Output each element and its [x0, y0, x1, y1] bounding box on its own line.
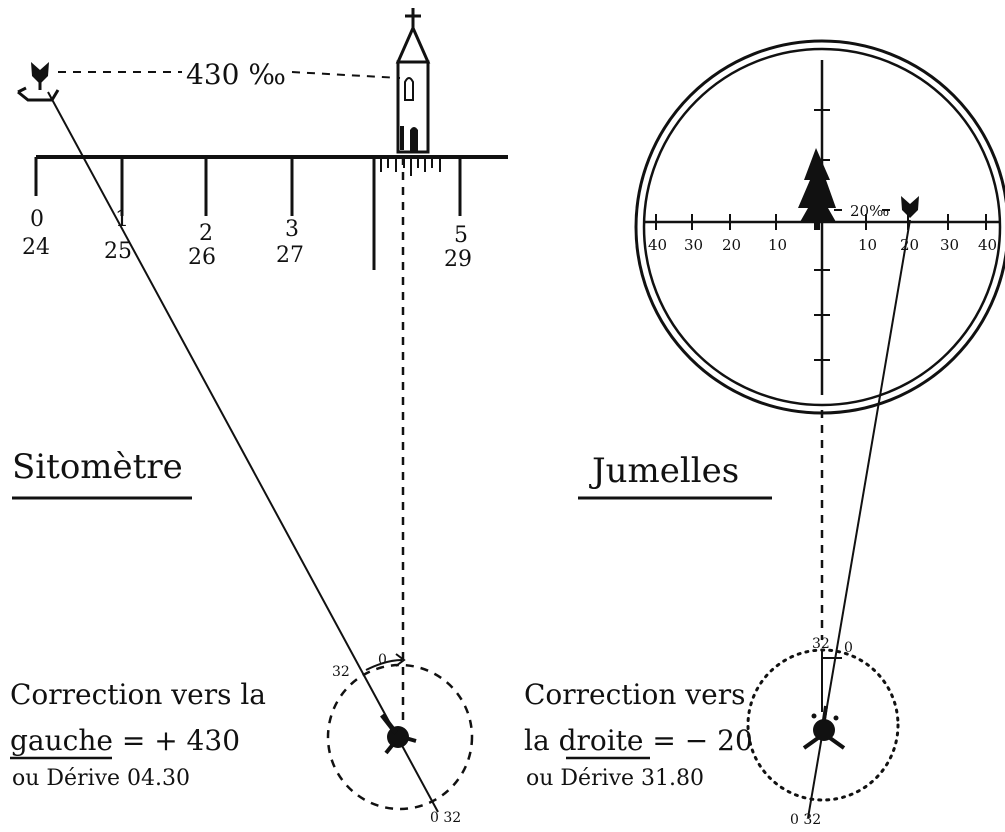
reticle-label: 20 — [900, 236, 919, 254]
left-note: Correction vers la gauche = + 430 ou Dér… — [10, 678, 266, 791]
reticle-label: 10 — [858, 236, 877, 254]
distance-label: 430 ‰ — [186, 58, 286, 91]
circle-label-32: 32 — [812, 636, 830, 652]
note-line-1: Correction vers la — [10, 678, 266, 711]
target-icon — [17, 62, 60, 102]
gun-icon — [380, 713, 417, 755]
scale-label-bottom: 25 — [104, 239, 132, 264]
tree-icon — [798, 148, 836, 230]
circle-label-32: 32 — [332, 664, 350, 680]
target-icon — [901, 196, 919, 218]
reticle-offset-label: 20‰ — [850, 202, 889, 220]
scale-label-top: 0 — [30, 207, 44, 232]
note-value: = + 430 — [113, 724, 240, 757]
jumelles-title: Jumelles — [589, 451, 739, 491]
note-keyword: gauche — [10, 724, 113, 757]
scale-label-top: 1 — [115, 207, 129, 232]
circle-label-bottom: 0 32 — [430, 810, 461, 826]
note-line-3: ou Dérive 04.30 — [12, 766, 190, 791]
gun-icon — [802, 705, 846, 750]
reticle-label: 40 — [648, 236, 667, 254]
reticle-labels: 40 30 20 10 10 20 30 40 — [648, 236, 997, 254]
note-value: = − 20 — [644, 724, 753, 757]
note-line-2: la droite = − 20 — [524, 724, 753, 757]
reticle-label: 30 — [684, 236, 703, 254]
scale-labels: 0 24 1 25 2 26 3 27 5 29 — [22, 207, 472, 272]
circle-label-0: 0 — [378, 652, 387, 668]
note-prefix: la — [524, 724, 559, 757]
sitometre-panel: 430 ‰ 0 — [10, 8, 508, 826]
reticle-label: 30 — [940, 236, 959, 254]
circle-label-0: 0 — [844, 640, 853, 656]
reticle-label: 20 — [722, 236, 741, 254]
scale-label-bottom: 29 — [444, 247, 472, 272]
right-note: Correction vers la droite = − 20 ou Déri… — [524, 678, 753, 791]
note-line-2: gauche = + 430 — [10, 724, 240, 757]
jumelles-panel: 40 30 20 10 10 20 30 40 20‰ Jumelles — [524, 39, 1005, 828]
scale-label-bottom: 27 — [276, 243, 304, 268]
scale-label-top: 3 — [285, 217, 299, 242]
scale-label-top: 2 — [199, 221, 213, 246]
reticle-label: 40 — [978, 236, 997, 254]
sitometre-title: Sitomètre — [12, 447, 183, 487]
scale-label-bottom: 24 — [22, 235, 50, 260]
note-line-3: ou Dérive 31.80 — [526, 766, 704, 791]
circle-label-bottom: 0 32 — [790, 812, 821, 828]
church-icon — [395, 8, 431, 154]
scale-label-top: 5 — [454, 223, 468, 248]
note-keyword: droite — [559, 724, 644, 757]
note-line-1: Correction vers — [524, 678, 745, 711]
reticle-label: 10 — [768, 236, 787, 254]
scale-label-bottom: 26 — [188, 245, 216, 270]
